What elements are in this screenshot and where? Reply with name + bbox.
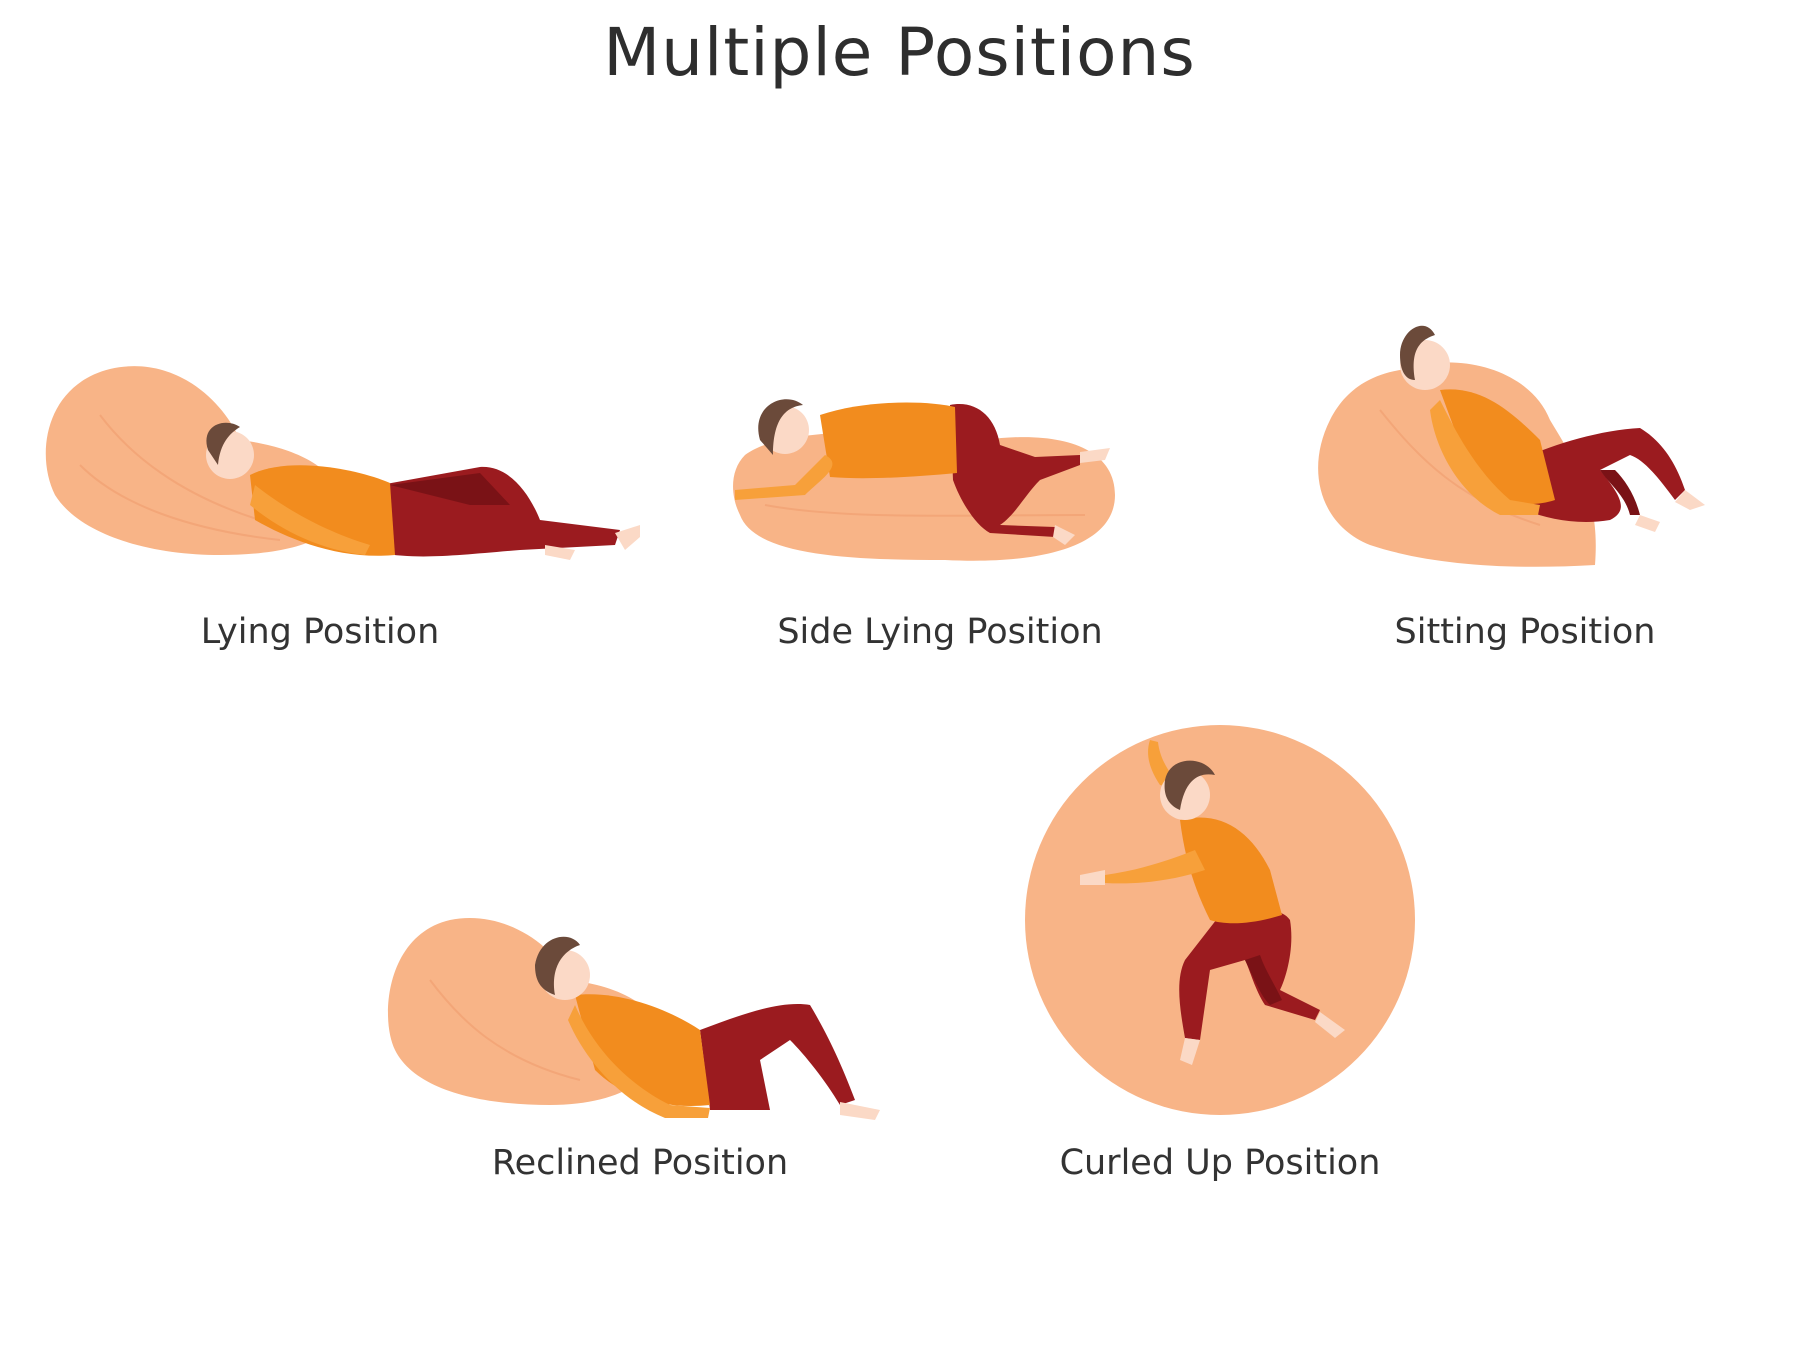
hair-shape: [1164, 760, 1215, 810]
shirt-shape: [1180, 817, 1282, 924]
lying-position-illustration: [40, 355, 650, 595]
shirt-shape: [1440, 389, 1555, 505]
reclined-position-illustration: [380, 910, 910, 1130]
hair-shape: [1400, 325, 1435, 380]
pants-shape: [380, 466, 620, 557]
sitting-position-illustration: [1310, 310, 1760, 580]
pants-shape: [1520, 428, 1685, 522]
hair-shape: [206, 422, 240, 465]
shirt-shape: [250, 465, 395, 556]
hair-shape: [758, 399, 803, 455]
curled-up-position-illustration: [1020, 720, 1420, 1120]
caption-side-lying-position: Side Lying Position: [777, 612, 1103, 652]
caption-curled-up-position: Curled Up Position: [1059, 1143, 1381, 1183]
side-lying-position-illustration: [725, 385, 1165, 585]
pants-shape: [700, 1004, 855, 1110]
pants-shape: [1179, 910, 1320, 1040]
shirt-shape: [820, 402, 957, 479]
pants-shape: [950, 404, 1080, 537]
caption-lying-position: Lying Position: [200, 612, 440, 652]
hair-shape: [535, 936, 580, 995]
caption-sitting-position: Sitting Position: [1394, 612, 1656, 652]
page-title: Multiple Positions: [603, 14, 1196, 91]
caption-reclined-position: Reclined Position: [491, 1143, 789, 1183]
